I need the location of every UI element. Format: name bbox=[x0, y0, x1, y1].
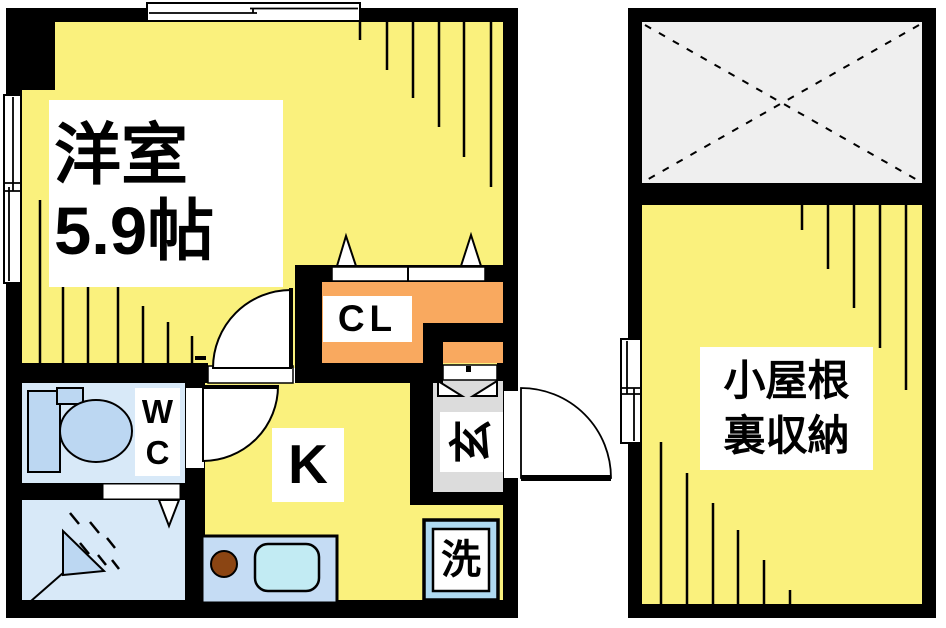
western-room-size: 5.9帖 bbox=[54, 193, 215, 269]
front-door-opening bbox=[504, 391, 519, 478]
shower-room-floor bbox=[22, 500, 185, 600]
shower-door-opening bbox=[102, 483, 181, 500]
wall-main-bottom bbox=[6, 600, 518, 618]
closet-folding-door-marks bbox=[335, 231, 483, 267]
wall-closet-south bbox=[322, 363, 443, 383]
windows-and-openings bbox=[3, 2, 642, 500]
entrance-step-threshold bbox=[442, 364, 498, 381]
closet-label: CL bbox=[323, 296, 412, 342]
fixtures bbox=[27, 387, 500, 605]
western-room-name: 洋室 bbox=[54, 118, 188, 194]
wall-attic-left bbox=[628, 8, 642, 618]
closet-door-threshold bbox=[331, 266, 486, 282]
slope-lines-attic-bottom-left bbox=[659, 442, 792, 604]
wall-attic-bottom bbox=[628, 604, 936, 618]
doors bbox=[157, 231, 612, 529]
shower-spray-dashes bbox=[69, 512, 120, 570]
front-door-icon bbox=[520, 387, 612, 481]
slope-lines-attic-top-right bbox=[800, 205, 908, 390]
wall-entrance-north bbox=[497, 363, 518, 381]
wall-main-corner-pillar bbox=[6, 8, 55, 90]
shower-door-mark bbox=[157, 499, 181, 529]
attic-storage-label: 小屋根 裏収納 bbox=[700, 347, 873, 470]
wall-entrance-south bbox=[410, 492, 518, 505]
sloped-ceiling-lines bbox=[38, 22, 920, 604]
wall-main-right bbox=[503, 8, 518, 618]
closet-floor-right bbox=[443, 342, 503, 363]
slope-lines-western-top-right bbox=[358, 22, 493, 187]
wall-attic-right bbox=[922, 8, 936, 618]
wc-label: W C bbox=[135, 388, 180, 476]
attic-void-area bbox=[642, 22, 922, 183]
kitchen-label: K bbox=[272, 428, 344, 502]
wc-door-opening bbox=[186, 388, 204, 468]
entrance-double-door-marks bbox=[437, 379, 498, 397]
washing-machine-icon bbox=[422, 518, 500, 602]
toilet-icon bbox=[27, 387, 133, 473]
western-room-door-icon bbox=[195, 288, 293, 369]
entrance-label: 玄 bbox=[440, 412, 503, 472]
wall-closet-west bbox=[295, 265, 322, 383]
shower-icon bbox=[30, 512, 120, 602]
western-room-label: 洋室 5.9帖 bbox=[49, 100, 283, 287]
wall-attic-top bbox=[628, 8, 936, 22]
laundry-label: 洗 bbox=[441, 537, 481, 582]
window-attic-left-icon bbox=[620, 338, 642, 444]
wc-door-icon bbox=[202, 385, 280, 463]
sink-icon bbox=[253, 542, 321, 593]
wall-attic-middle bbox=[628, 183, 936, 205]
window-left-icon bbox=[3, 94, 22, 284]
kitchen-counter-icon bbox=[200, 534, 339, 605]
void-cross-dashed-lines bbox=[644, 24, 920, 182]
burner-icon bbox=[210, 550, 238, 578]
wall-western-south bbox=[6, 363, 208, 383]
wall-closet-inner bbox=[443, 323, 503, 342]
wall-entrance-west bbox=[410, 380, 433, 505]
window-top-icon bbox=[146, 2, 361, 22]
slope-lines-western-bottom-left bbox=[38, 200, 194, 363]
